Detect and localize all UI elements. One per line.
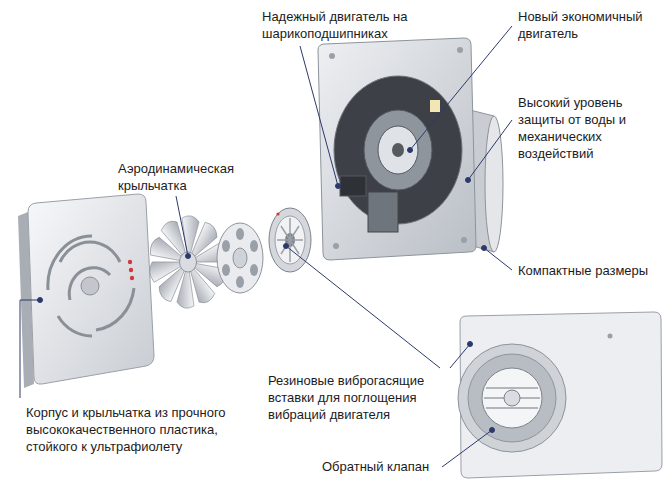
motor-cover-disc (217, 223, 263, 293)
front-cover (18, 194, 154, 388)
callout-label: Обратный клапан (322, 458, 442, 475)
callout-label: Новый экономичный двигатель (518, 8, 663, 42)
callout-label: Аэродинамическая крыльчатка (118, 160, 258, 194)
callout-label: Высокий уровень защиты от воды и механич… (518, 94, 648, 162)
assembled-fan-rear (458, 312, 662, 478)
callout-label: Резиновые виброгасящие вставки для погло… (268, 372, 440, 423)
impeller (147, 216, 229, 309)
callout-label: Корпус и крыльчатка из прочного высокока… (26, 404, 241, 455)
callout-label: Надежный двигатель на шарикоподшипниках (262, 8, 447, 42)
leader-lines (20, 26, 512, 467)
vibration-insert (269, 208, 311, 272)
callout-label: Компактные размеры (518, 262, 666, 279)
